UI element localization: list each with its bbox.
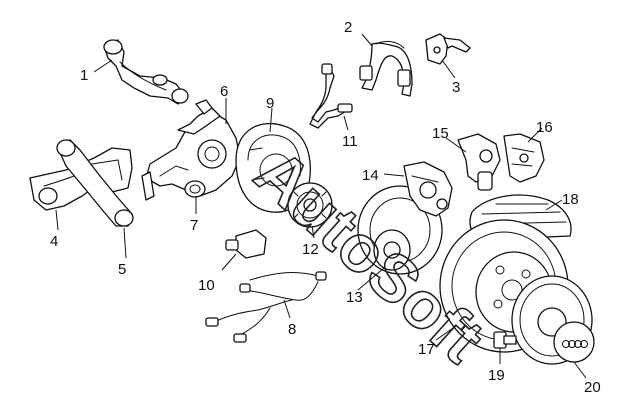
callout-9: 9 <box>266 95 274 112</box>
part-wheel-knuckle <box>141 99 241 201</box>
part-brake-line <box>309 63 353 129</box>
part-brake-hose <box>359 40 413 97</box>
part-brake-shield <box>235 122 311 213</box>
part-abs-wiring-harness <box>205 271 327 343</box>
callout-14: 14 <box>362 167 379 184</box>
callout-16: 16 <box>536 119 553 136</box>
callout-18: 18 <box>562 191 579 208</box>
callout-1: 1 <box>80 67 88 84</box>
callout-6: 6 <box>220 83 228 100</box>
callout-20: 20 <box>584 379 601 396</box>
callout-15: 15 <box>432 125 449 142</box>
part-wheel-hub <box>287 182 333 228</box>
part-wheel-cap <box>511 275 595 365</box>
callout-11: 11 <box>342 133 358 150</box>
callout-19: 19 <box>488 367 505 384</box>
leader-lines <box>55 33 587 379</box>
callout-12: 12 <box>302 241 319 258</box>
part-lower-link <box>56 139 134 227</box>
callout-7: 7 <box>190 217 198 234</box>
part-brake-pads <box>503 133 545 183</box>
part-wheel-bolt <box>493 331 517 349</box>
callout-3: 3 <box>452 79 460 96</box>
callout-8: 8 <box>288 321 296 338</box>
callout-5: 5 <box>118 261 126 278</box>
callout-17: 17 <box>418 341 435 358</box>
callout-labels: 1 2 3 4 5 6 7 8 9 10 11 12 13 14 15 16 1… <box>50 19 601 396</box>
callout-13: 13 <box>346 289 363 306</box>
part-sensor-connector <box>225 229 267 259</box>
part-upper-control-arm <box>103 39 189 105</box>
part-caliper-carrier <box>457 133 501 191</box>
callout-2: 2 <box>344 19 352 36</box>
callout-4: 4 <box>50 233 58 250</box>
part-bushing <box>184 180 206 198</box>
part-pad-bracket <box>425 33 471 65</box>
callout-10: 10 <box>198 277 215 294</box>
part-brake-caliper <box>403 161 453 217</box>
